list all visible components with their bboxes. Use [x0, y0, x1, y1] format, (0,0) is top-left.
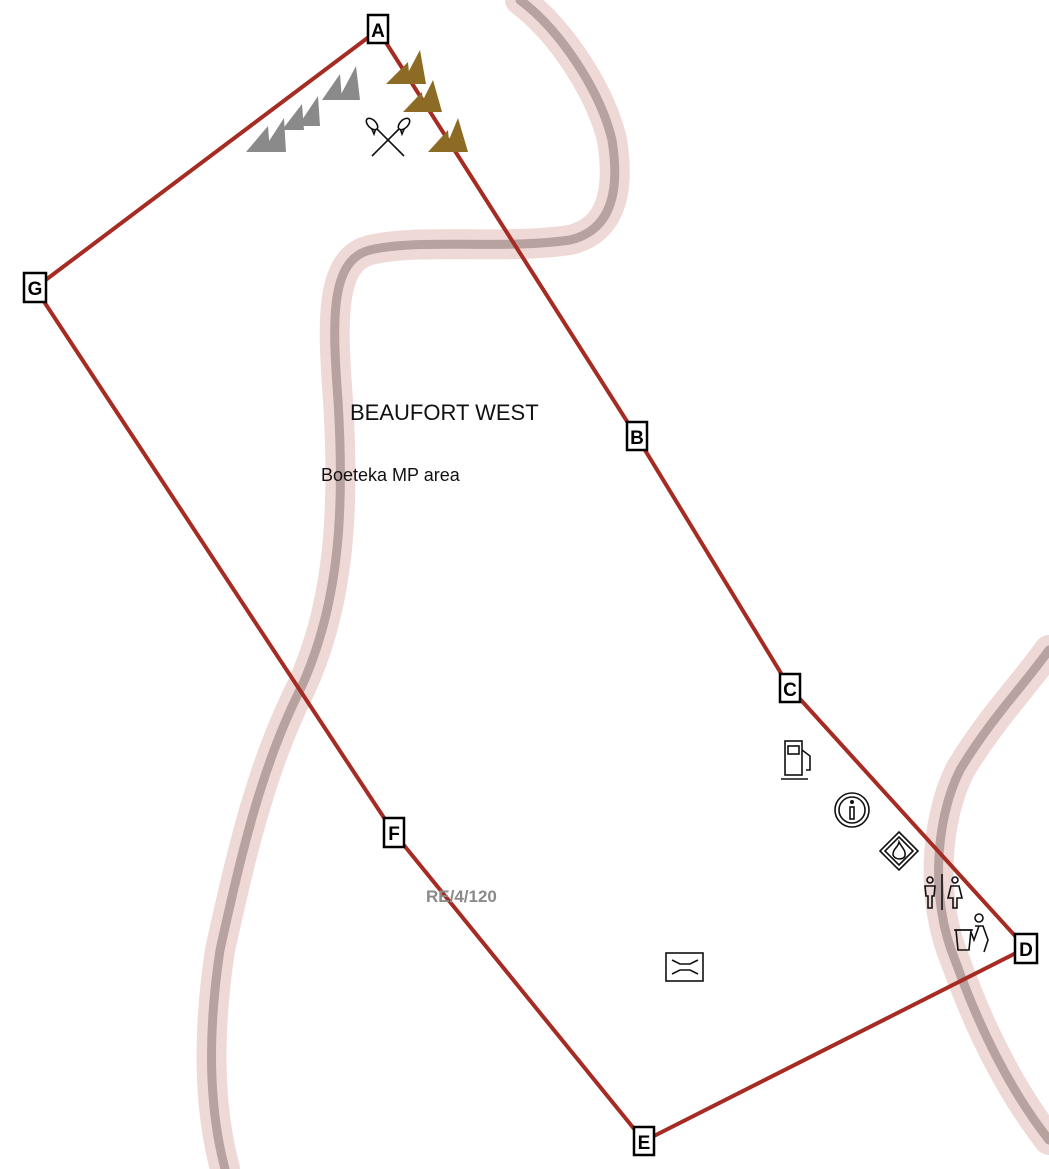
svg-text:B: B [630, 428, 644, 449]
svg-text:A: A [371, 21, 385, 42]
corner-G[interactable]: G [22, 271, 48, 304]
fuel-pump-icon [781, 740, 811, 780]
svg-text:F: F [388, 824, 400, 845]
svg-text:E: E [638, 1133, 651, 1154]
road-north [196, 0, 630, 1169]
svg-text:D: D [1019, 940, 1033, 961]
road-east-center [934, 645, 1049, 1145]
litter-bin-icon [954, 913, 989, 953]
fire-hazard-icon [878, 830, 920, 872]
place-name: BEAUFORT WEST [350, 400, 539, 425]
farm-label: RE/4/120 [426, 887, 497, 906]
svg-text:C: C [783, 680, 797, 701]
bridge-icon [665, 952, 704, 982]
information-icon [834, 792, 870, 828]
grey-hills-icon [246, 66, 360, 152]
area-boundary[interactable] [32, 27, 1030, 1144]
toilets-icon [924, 874, 964, 910]
road-north-center [207, 0, 620, 1169]
brown-hills-icon [386, 50, 468, 152]
corner-C[interactable]: C [778, 672, 802, 704]
corner-B[interactable]: B [625, 420, 649, 452]
roads [196, 0, 1049, 1169]
corner-F[interactable]: F [382, 816, 406, 849]
mining-shovels-icon [365, 117, 411, 157]
corner-E[interactable]: E [632, 1125, 656, 1157]
corner-D[interactable]: D [1013, 932, 1039, 965]
svg-text:G: G [28, 279, 43, 300]
corner-A[interactable]: A [366, 13, 390, 45]
area-name: Boeteka MP area [321, 465, 461, 485]
